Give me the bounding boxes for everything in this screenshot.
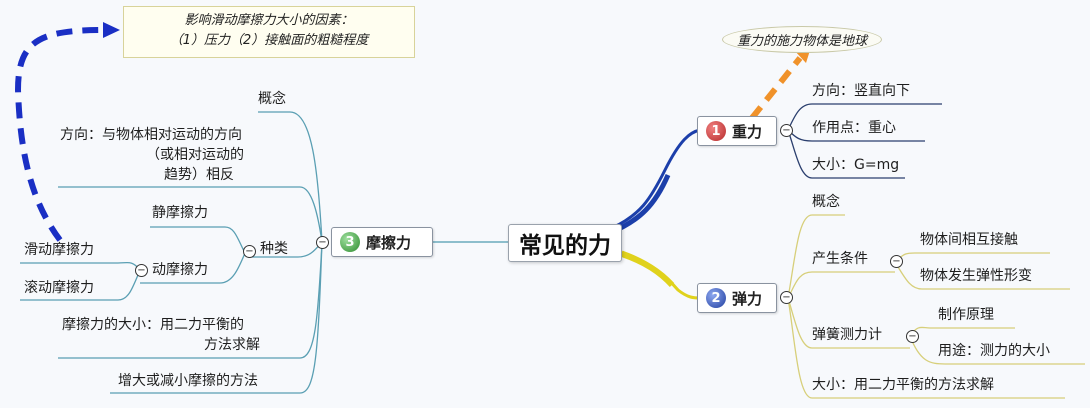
- friction-direction-line1: 方向：与物体相对运动的方向: [60, 127, 242, 143]
- friction-kinetic: 动摩擦力: [152, 262, 208, 278]
- friction-sliding: 滑动摩擦力: [24, 242, 94, 258]
- topic-elastic-label: 弹力: [732, 289, 763, 308]
- friction-magnitude-line1: 摩擦力的大小：用二力平衡的: [62, 317, 244, 333]
- friction-magnitude-line2: 方法求解: [204, 337, 260, 353]
- elastic-conditions: 产生条件: [812, 251, 868, 267]
- friction-methods: 增大或减小摩擦的方法: [118, 373, 258, 389]
- collapse-types-icon[interactable]: −: [243, 245, 256, 258]
- elastic-spring-scale: 弹簧测力计: [812, 327, 882, 343]
- friction-direction-line2: （或相对运动的: [146, 147, 244, 163]
- number-badge-2-icon: 2: [706, 288, 726, 308]
- gravity-magnitude: 大小：G=mg: [812, 157, 900, 173]
- spring-scale-principle: 制作原理: [938, 307, 994, 323]
- topic-friction-label: 摩擦力: [366, 233, 412, 252]
- central-topic[interactable]: 常见的力: [508, 224, 622, 262]
- factors-note-box: 影响滑动摩擦力大小的因素： （1）压力（2）接触面的粗糙程度: [123, 6, 415, 58]
- topic-elastic[interactable]: 2 弹力: [697, 283, 777, 313]
- friction-types: 种类: [260, 241, 288, 257]
- friction-concept: 概念: [258, 91, 286, 107]
- spring-scale-use: 用途：测力的大小: [938, 343, 1050, 359]
- friction-direction-line3: 趋势）相反: [164, 167, 234, 183]
- topic-gravity-label: 重力: [732, 122, 763, 141]
- number-badge-3-icon: 3: [340, 232, 360, 252]
- collapse-conditions-icon[interactable]: −: [890, 255, 903, 268]
- friction-rolling: 滚动摩擦力: [24, 280, 94, 296]
- collapse-gravity-icon[interactable]: −: [780, 124, 793, 137]
- topic-gravity[interactable]: 1 重力: [697, 116, 777, 146]
- gravity-point: 作用点：重心: [812, 120, 896, 136]
- collapse-kinetic-icon[interactable]: −: [135, 264, 148, 277]
- note-line-1: 影响滑动摩擦力大小的因素：: [184, 13, 354, 28]
- elastic-concept: 概念: [812, 194, 840, 210]
- gravity-source-callout: 重力的施力物体是地球: [722, 26, 883, 53]
- elastic-magnitude: 大小：用二力平衡的方法求解: [812, 377, 994, 393]
- callout-label: 重力的施力物体是地球: [737, 34, 868, 49]
- collapse-spring-scale-icon[interactable]: −: [906, 330, 919, 343]
- central-topic-label: 常见的力: [519, 233, 611, 259]
- gravity-direction: 方向：竖直向下: [812, 83, 910, 99]
- collapse-elastic-icon[interactable]: −: [780, 291, 793, 304]
- friction-static: 静摩擦力: [152, 205, 208, 221]
- condition-contact: 物体间相互接触: [920, 232, 1018, 248]
- note-line-2: （1）压力（2）接触面的粗糙程度: [169, 33, 369, 48]
- number-badge-1-icon: 1: [706, 121, 726, 141]
- collapse-friction-icon[interactable]: −: [316, 236, 329, 249]
- condition-deformation: 物体发生弹性形变: [920, 268, 1032, 284]
- topic-friction[interactable]: 3 摩擦力: [331, 227, 433, 257]
